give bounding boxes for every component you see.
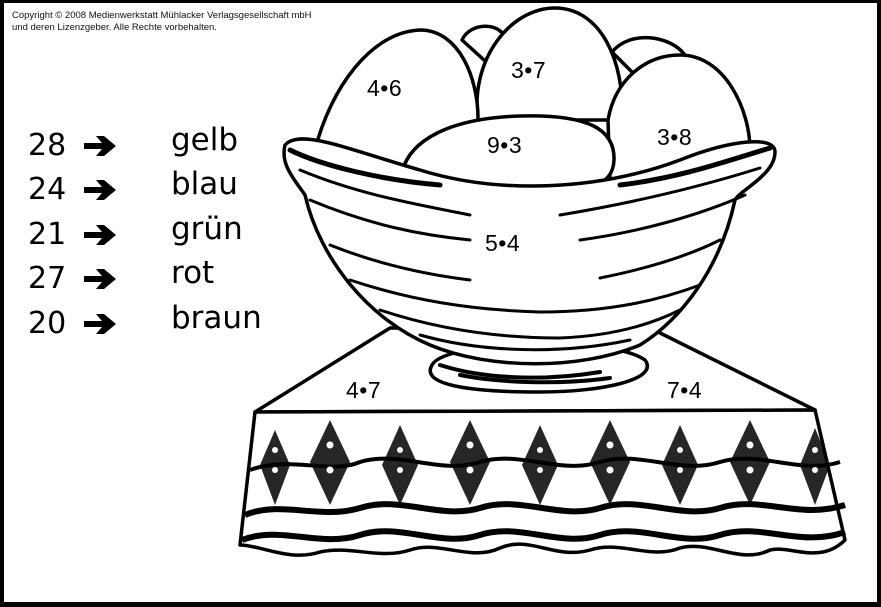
legend-row: 28 gelb [28,122,288,168]
label-egg-front: 9•3 [487,132,523,158]
label-table-right: 7•4 [667,377,703,403]
copyright-line-1: Copyright © 2008 Medienwerkstatt Mühlack… [12,10,312,21]
lace-holes [272,441,818,474]
legend-color-name: grün [171,211,243,247]
legend-row: 27 rot [28,255,288,301]
legend-color-name: gelb [171,122,239,158]
legend-number: 20 [28,306,67,341]
legend-row: 20 braun [28,300,288,346]
legend-color-name: rot [171,255,215,291]
right-arrow-icon [84,225,116,245]
legend-row: 21 grün [28,211,288,257]
right-arrow-icon [84,136,116,156]
label-egg-top: 3•7 [511,57,547,83]
label-basket: 5•4 [485,230,521,256]
legend-color-name: blau [171,166,238,202]
right-arrow-icon [84,314,116,334]
label-table-left: 4•7 [346,377,382,403]
right-arrow-icon [84,269,116,289]
legend-number: 27 [28,261,67,296]
basket-weave [287,145,773,385]
copyright-line-2: und deren Lizenzgeber. Alle Rechte vorbe… [12,21,217,33]
label-egg-left: 4•6 [367,75,403,101]
copyright-notice: Copyright © 2008 Medienwerkstatt Mühlack… [12,10,312,33]
legend-number: 21 [28,217,67,252]
legend-color-name: braun [171,300,262,336]
legend-number: 24 [28,172,67,207]
right-arrow-icon [84,180,116,200]
legend-number: 28 [28,128,67,163]
egg-top [475,6,624,122]
lace-diamonds [260,420,830,505]
legend-row: 24 blau [28,166,288,212]
label-egg-right: 3•8 [657,124,693,150]
